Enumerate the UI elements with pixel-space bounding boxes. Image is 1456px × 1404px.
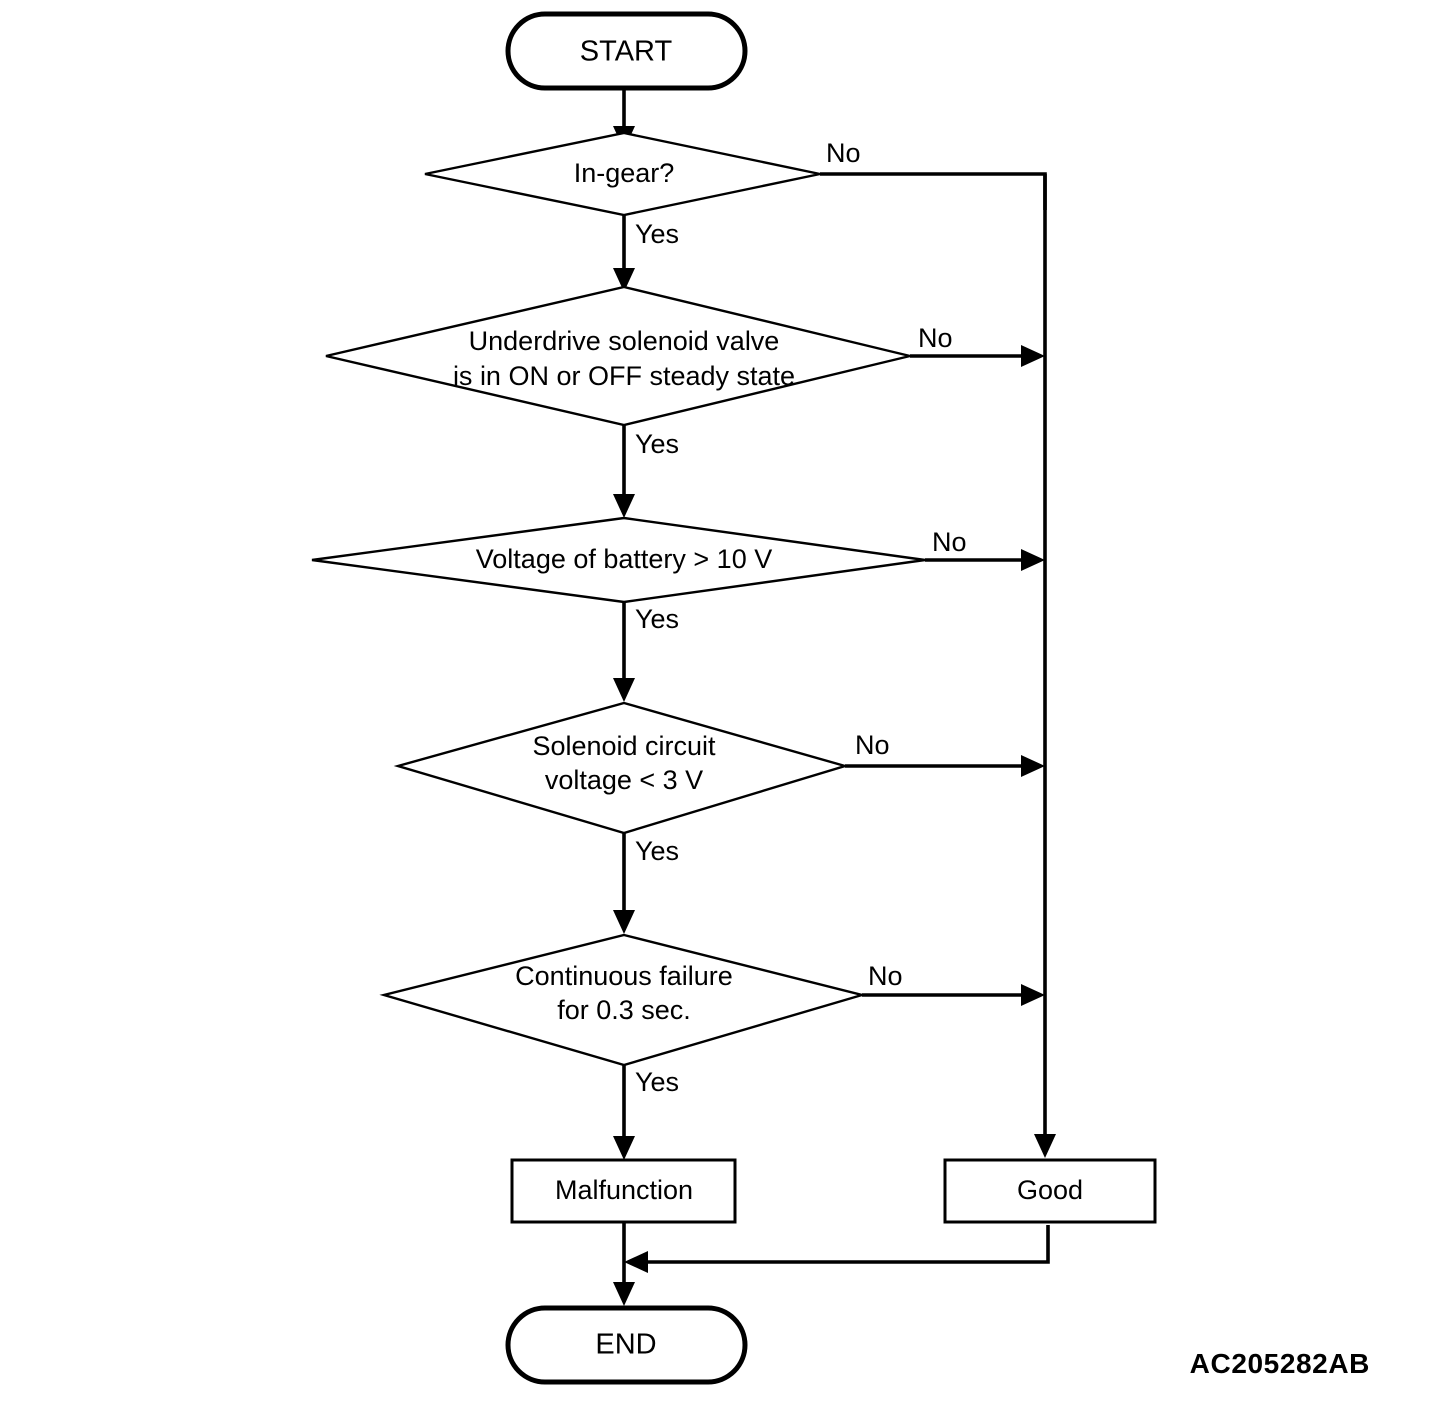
node-good-label: Good xyxy=(1017,1175,1083,1205)
node-decision-battery-voltage-label: Voltage of battery > 10 V xyxy=(476,544,772,574)
connector-decision3-yes xyxy=(613,602,635,702)
node-decision-solenoid-circuit-voltage: Solenoid circuit voltage < 3 V xyxy=(393,701,850,835)
node-good: Good xyxy=(943,1158,1157,1224)
node-decision-solenoid-circuit-voltage-label-line2: voltage < 3 V xyxy=(545,765,703,795)
node-decision-continuous-failure-label-line1: Continuous failure xyxy=(515,961,733,991)
connector-malfunction-to-end xyxy=(613,1222,635,1306)
node-decision-continuous-failure-label-line2: for 0.3 sec. xyxy=(557,995,691,1025)
connector-good-to-end-junction xyxy=(624,1225,1050,1273)
edge-label-yes-3: Yes xyxy=(635,604,679,634)
edge-label-no-4: No xyxy=(855,730,890,760)
node-malfunction: Malfunction xyxy=(510,1158,737,1224)
node-decision-battery-voltage: Voltage of battery > 10 V xyxy=(311,516,926,604)
connector-decision2-yes xyxy=(613,425,635,518)
node-end-label: END xyxy=(595,1329,656,1361)
node-decision-in-gear: In-gear? xyxy=(424,131,821,217)
node-decision-underdrive-solenoid-label-line1: Underdrive solenoid valve xyxy=(469,326,780,356)
node-decision-solenoid-circuit-voltage-label-line1: Solenoid circuit xyxy=(532,731,716,761)
edge-label-yes-4: Yes xyxy=(635,836,679,866)
edge-label-no-1: No xyxy=(826,138,861,168)
node-start: START xyxy=(505,11,748,91)
node-decision-underdrive-solenoid: Underdrive solenoid valve is in ON or OF… xyxy=(325,285,911,427)
node-end: END xyxy=(505,1305,748,1385)
node-start-label: START xyxy=(580,36,673,68)
connector-decision2-no xyxy=(910,345,1045,367)
connector-decision1-no xyxy=(820,172,1047,210)
connector-bus-to-good xyxy=(1034,1134,1056,1158)
reference-code: AC205282AB xyxy=(1189,1348,1370,1379)
edge-label-yes-1: Yes xyxy=(635,219,679,249)
node-decision-in-gear-label: In-gear? xyxy=(574,158,675,188)
connector-decision4-no xyxy=(845,755,1045,777)
connector-decision5-yes xyxy=(613,1065,635,1160)
connector-decision3-no xyxy=(925,549,1045,571)
node-malfunction-label: Malfunction xyxy=(555,1175,693,1205)
connector-decision1-yes xyxy=(613,215,635,292)
edge-label-yes-2: Yes xyxy=(635,429,679,459)
connector-decision4-yes xyxy=(613,833,635,934)
node-decision-underdrive-solenoid-label-line2: is in ON or OFF steady state xyxy=(453,361,795,391)
connector-decision5-no xyxy=(862,984,1045,1006)
edge-label-yes-5: Yes xyxy=(635,1067,679,1097)
edge-label-no-3: No xyxy=(932,527,967,557)
edge-label-no-2: No xyxy=(918,323,953,353)
node-decision-continuous-failure: Continuous failure for 0.3 sec. xyxy=(379,933,867,1067)
edge-label-no-5: No xyxy=(868,961,903,991)
